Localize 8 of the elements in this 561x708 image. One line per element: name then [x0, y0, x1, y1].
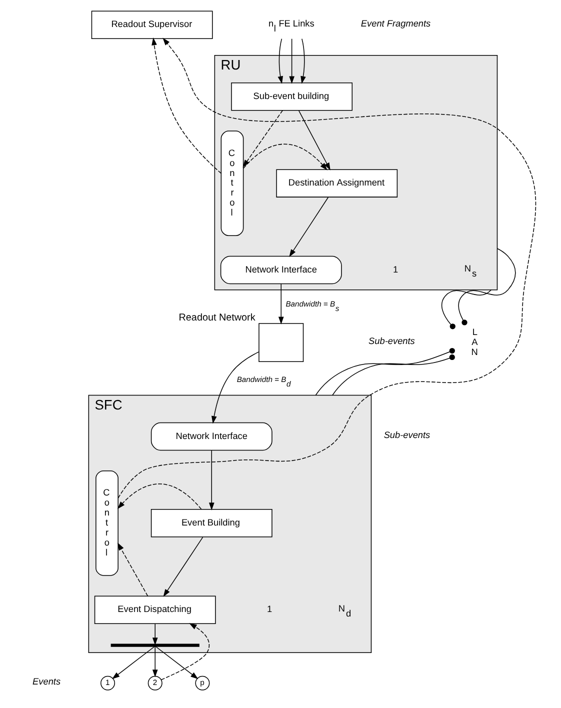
node-label: 1 [392, 264, 398, 274]
node-label: 1 [266, 604, 272, 614]
label: Event Fragments [360, 18, 430, 28]
node-label: Readout Network [178, 312, 255, 324]
label: Sub-events [383, 430, 430, 440]
label: Events [32, 676, 60, 687]
label: Sub-events [368, 336, 414, 346]
node-text: LAN [470, 326, 478, 357]
